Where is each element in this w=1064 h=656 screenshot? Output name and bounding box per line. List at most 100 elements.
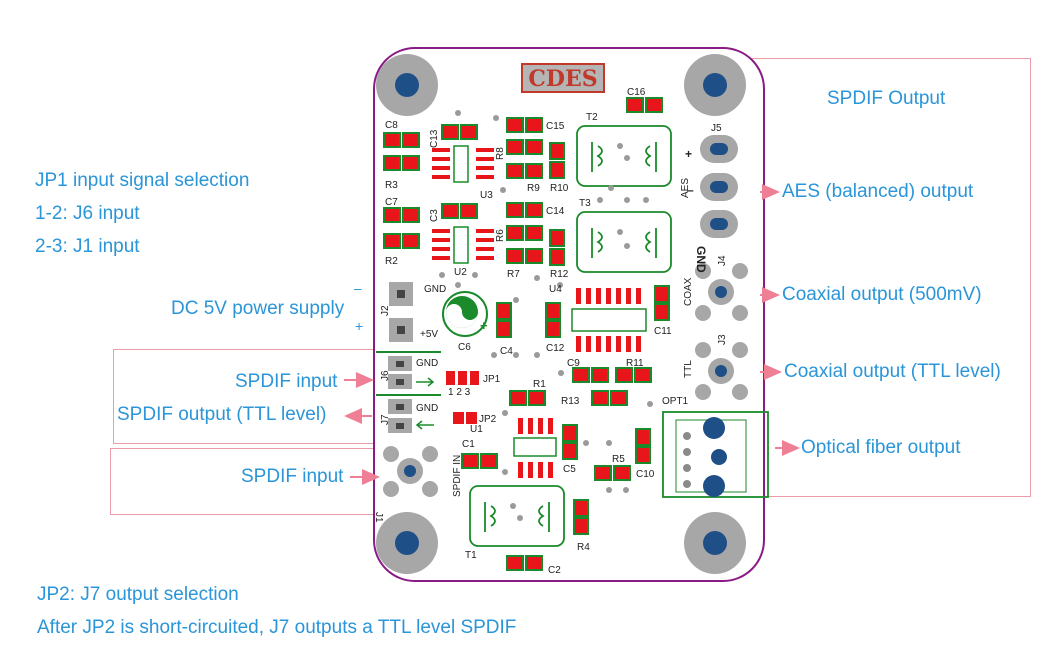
svg-text:U4: U4 [549, 284, 562, 295]
spdif-input-j6: SPDIF input [235, 371, 338, 392]
svg-text:C8: C8 [385, 120, 398, 131]
svg-text:GND: GND [694, 246, 708, 273]
annotation-arrows [344, 184, 800, 485]
svg-text:R3: R3 [385, 180, 398, 191]
svg-text:J2: J2 [380, 305, 391, 316]
ic-u2 [432, 226, 494, 264]
svg-text:T1: T1 [465, 550, 477, 561]
svg-text:SPDIF IN: SPDIF IN [452, 455, 463, 497]
optical-output-label: Optical fiber output [801, 437, 961, 458]
capacitor-c6: + [442, 291, 488, 337]
connector-j5 [700, 135, 738, 238]
svg-text:J1: J1 [373, 512, 384, 523]
connector-j2 [389, 282, 413, 342]
svg-text:R5: R5 [612, 454, 625, 465]
jp2-title: JP2: J7 output selection [37, 584, 239, 605]
aes-output-label: AES (balanced) output [782, 181, 974, 202]
svg-text:JP2: JP2 [479, 414, 497, 425]
svg-text:OPT1: OPT1 [662, 396, 689, 407]
svg-text:J7: J7 [380, 414, 391, 425]
svg-text:+5V: +5V [420, 329, 438, 340]
svg-text:C3: C3 [429, 209, 440, 222]
svg-text:J3: J3 [717, 334, 728, 345]
coax-500mv-label: Coaxial output (500mV) [782, 284, 982, 305]
transformer-t2 [576, 125, 672, 187]
silkscreen-labels: C8 R3 C7 R2 U3 U2 C15 R9 R10 C14 R7 R12 … [373, 87, 728, 576]
svg-text:GND: GND [416, 358, 438, 369]
svg-text:CDES: CDES [528, 66, 597, 92]
connector-j6 [376, 351, 441, 389]
mounting-holes [376, 54, 746, 574]
svg-text:T3: T3 [579, 198, 591, 209]
spdif-input-j1: SPDIF input [241, 466, 344, 487]
svg-text:R9: R9 [527, 183, 540, 194]
svg-text:R2: R2 [385, 256, 398, 267]
transformer-t1 [469, 485, 565, 547]
svg-text:R12: R12 [550, 269, 569, 280]
svg-text:+: + [480, 318, 488, 333]
svg-text:C13: C13 [429, 129, 440, 148]
dc-plus-label: + [355, 318, 364, 334]
ic-u3 [432, 145, 494, 183]
svg-text:C15: C15 [546, 121, 565, 132]
dc-power-label: DC 5V power supply [171, 298, 345, 319]
spdif-output-ttl: SPDIF output (TTL level) [117, 404, 327, 425]
ic-u4 [571, 288, 647, 352]
spdif-output-title: SPDIF Output [827, 88, 946, 109]
svg-text:C2: C2 [548, 565, 561, 576]
svg-text:C7: C7 [385, 197, 398, 208]
svg-text:T2: T2 [586, 112, 598, 123]
svg-text:R10: R10 [550, 183, 569, 194]
jumper-jp2 [453, 412, 477, 424]
coax-ttl-label: Coaxial output (TTL level) [784, 361, 1001, 382]
svg-text:+: + [685, 147, 692, 161]
jp2-description: After JP2 is short-circuited, J7 outputs… [37, 617, 517, 638]
jp1-option-2: 2-3: J1 input [35, 236, 140, 257]
jumper-jp1 [446, 371, 479, 385]
svg-text:R8: R8 [495, 147, 506, 160]
connector-j3 [695, 342, 748, 400]
svg-text:C4: C4 [500, 346, 513, 357]
svg-text:C11: C11 [654, 326, 672, 337]
svg-text:R7: R7 [507, 269, 520, 280]
svg-text:U2: U2 [454, 267, 467, 278]
svg-text:R11: R11 [626, 358, 644, 369]
svg-text:C10: C10 [636, 469, 655, 480]
svg-text:U1: U1 [470, 424, 483, 435]
svg-text:AES: AES [680, 178, 691, 198]
svg-text:C9: C9 [567, 358, 580, 369]
svg-text:GND: GND [416, 403, 438, 414]
svg-text:JP1: JP1 [483, 374, 501, 385]
svg-text:C5: C5 [563, 464, 576, 475]
passive-pads-left [383, 97, 670, 571]
svg-text:J4: J4 [717, 255, 728, 266]
svg-text:U3: U3 [480, 190, 493, 201]
jp1-option-1: 1-2: J6 input [35, 203, 140, 224]
svg-text:C16: C16 [627, 87, 646, 98]
connector-j4 [695, 263, 748, 321]
svg-text:1 2 3: 1 2 3 [448, 387, 471, 398]
connector-j7 [376, 394, 441, 433]
svg-text:R4: R4 [577, 542, 590, 553]
svg-text:R6: R6 [495, 229, 506, 242]
svg-text:C14: C14 [546, 206, 565, 217]
svg-text:TTL: TTL [683, 360, 694, 378]
svg-text:C12: C12 [546, 343, 565, 354]
svg-text:J5: J5 [711, 123, 722, 134]
cdes-logo: CDES [521, 63, 605, 93]
svg-text:GND: GND [424, 284, 446, 295]
transformer-t3 [576, 211, 672, 273]
ic-u1 [513, 418, 557, 478]
svg-text:–: – [687, 183, 694, 197]
svg-text:C1: C1 [462, 439, 475, 450]
connector-j1 [383, 446, 438, 497]
dc-minus-label: – [354, 280, 362, 296]
svg-text:R1: R1 [533, 379, 546, 390]
svg-text:R13: R13 [561, 396, 580, 407]
vias [439, 110, 653, 521]
svg-text:J6: J6 [380, 370, 391, 381]
svg-text:C6: C6 [458, 342, 471, 353]
svg-text:COAX: COAX [683, 277, 694, 306]
optical-opt1 [662, 411, 769, 498]
